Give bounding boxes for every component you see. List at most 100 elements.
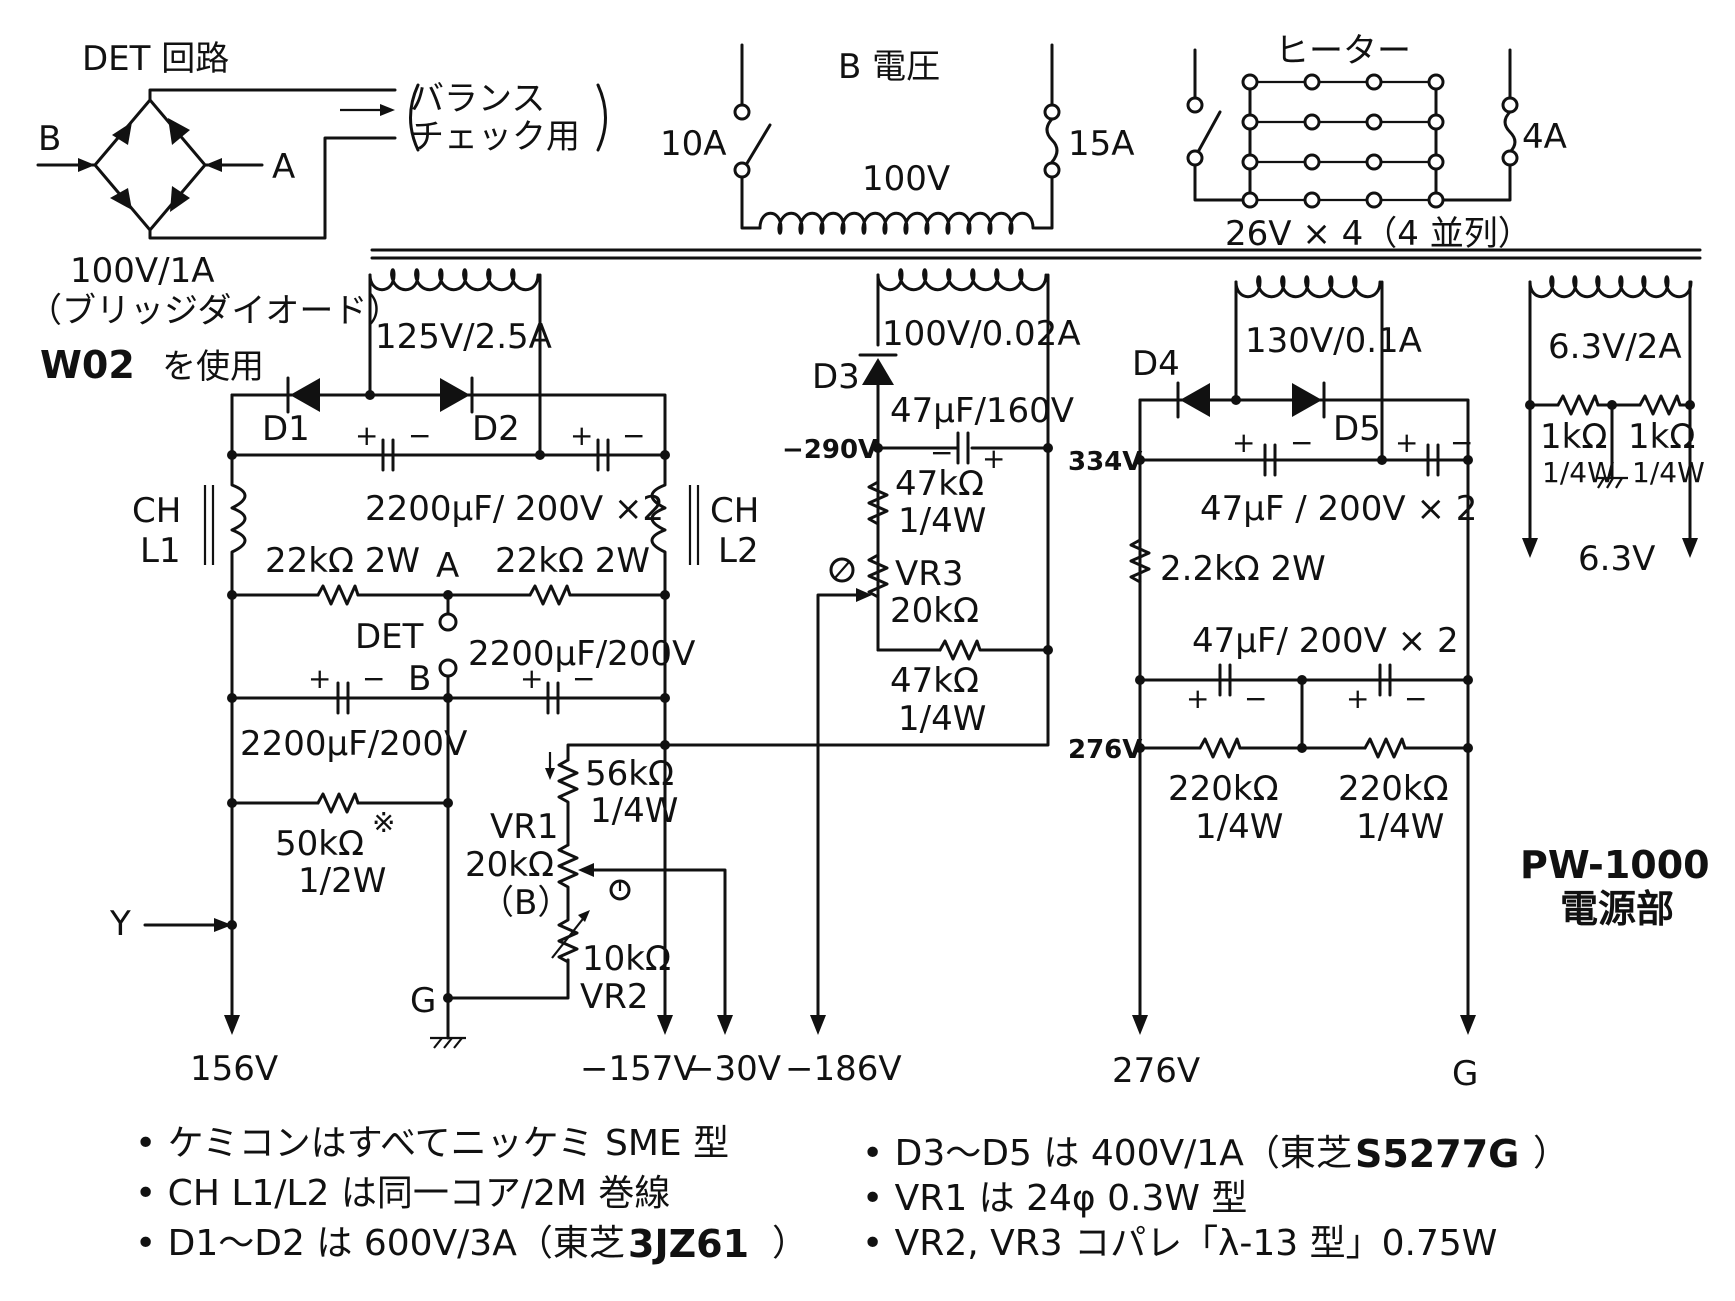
svg-text:+: + (570, 419, 593, 452)
det-out-top-wire (148, 88, 397, 102)
s2-winding-rating: 100V/0.02A (882, 314, 1081, 354)
heater-switch-bottom (1186, 149, 1204, 167)
r50k-value: 50kΩ (275, 824, 364, 864)
note-right-1-close: ） (1533, 1133, 1569, 1174)
out-186-label: −186V (785, 1049, 902, 1089)
r47k-b-value: 47kΩ (890, 661, 979, 701)
out-157-label: −157V (580, 1049, 697, 1089)
r47k-a-watt: 1/4W (898, 501, 986, 541)
d4-label: D4 (1132, 344, 1180, 384)
node-290-label: −290V (782, 435, 878, 465)
resistor-47k-b-icon (938, 639, 1050, 661)
vr1-wiper-wire (588, 868, 727, 1022)
heater-fuse-rating: 4A (1522, 117, 1567, 157)
y-input-arrow-icon (214, 918, 232, 932)
ground-icon (430, 1036, 466, 1049)
svg-text:+: + (520, 662, 543, 695)
r1k-left-watt: 1/4W (1542, 456, 1615, 489)
diode-d3-icon (858, 353, 898, 385)
vr1-value: 20kΩ (465, 845, 554, 885)
cap-47-200-a-icon (1263, 443, 1277, 477)
switch-terminal-bottom (733, 161, 751, 179)
out-156-arrow-icon (224, 1015, 240, 1035)
diode-d5-icon (1292, 381, 1326, 419)
vr3-wiper-wire (816, 593, 864, 1022)
det-label: DET (355, 617, 424, 657)
note-right-1: • D3〜D5 は 400V/1A（東芝 (862, 1133, 1352, 1174)
balance-label-2: チェック用 (410, 117, 580, 157)
cap-47-200-d-icon (1378, 663, 1392, 697)
s3-diode-rail (1138, 398, 1470, 1022)
svg-text:−: − (362, 662, 385, 695)
note-left-3-close: ） (772, 1223, 808, 1264)
resistor-1k-right-icon (1638, 394, 1682, 416)
r22k-left-label: 22kΩ 2W (265, 541, 420, 581)
cap-2200-right-icon (596, 438, 610, 472)
note-left-3: • D1〜D2 は 600V/3A（東芝 (135, 1223, 625, 1264)
out-186-arrow-icon (810, 1015, 826, 1035)
resistor-1k-left-icon (1556, 394, 1600, 416)
note-right-1-part: S5277G (1355, 1132, 1519, 1176)
out-30-arrow-icon (717, 1015, 733, 1035)
det-terminal-a (438, 612, 458, 632)
note-right-3: • VR2, VR3 コパレ「λ-13 型」0.75W (862, 1223, 1497, 1264)
r220k-right-watt: 1/4W (1356, 807, 1444, 847)
fuse-terminal-bottom (1043, 161, 1061, 179)
s3-cap-pair-mid-label: 47μF/ 200V × 2 (1192, 621, 1459, 661)
heater-title: ヒーター (1275, 31, 1411, 71)
vr1-taper: （B） (480, 883, 571, 923)
r220k-left-watt: 1/4W (1195, 807, 1283, 847)
det-input-a-label: A (272, 147, 295, 187)
secondary-4-winding-icon (1528, 275, 1693, 299)
d2-label: D2 (472, 409, 520, 449)
r47k-b-watt: 1/4W (898, 699, 986, 739)
d3-label: D3 (812, 357, 860, 397)
secondary-2-winding-icon (876, 268, 1048, 292)
secondary-1-section: 125V/2.5A D1 D2 +− +− 2200μF/ 200V ×2 (109, 268, 781, 1089)
choke-l1-label-a: CH (132, 491, 181, 531)
r47k-a-value: 47kΩ (895, 464, 984, 504)
svg-text:−: − (622, 419, 645, 452)
title-block: PW-1000 電源部 (1520, 843, 1710, 931)
svg-text:−: − (1404, 682, 1427, 715)
secondary-3-section: 130V/0.1A D4 D5 +− +− 334V 47μF / 200V ×… (1068, 275, 1478, 1094)
diode-d4-icon (1176, 381, 1210, 419)
cap-47-200-b-icon (1426, 443, 1440, 477)
heater-fuse-icon (1503, 110, 1517, 154)
det-a-arrow-icon (205, 158, 222, 172)
out-276-label: 276V (1112, 1051, 1200, 1091)
det-out-bottom-wire (148, 136, 397, 240)
choke-l2-icon (650, 453, 700, 597)
balance-label-1: バランス (410, 79, 545, 119)
diode-d1-icon (286, 376, 320, 414)
det-input-b-label: B (38, 119, 61, 159)
secondary-1-winding-icon (368, 268, 540, 292)
svg-text:+: + (355, 419, 378, 452)
s4-winding-rating: 6.3V/2A (1548, 327, 1682, 367)
s2-coil-right-lead (663, 273, 1050, 747)
vr2-trimmer-icon (557, 898, 579, 964)
secondary-4-section: 6.3V/2A 1kΩ 1/4W 1kΩ 1/4W 6.3V (1522, 275, 1705, 579)
d5-label: D5 (1333, 409, 1381, 449)
power-switch-icon (744, 123, 772, 167)
r22k-right-label: 22kΩ 2W (495, 541, 650, 581)
note-left-2: • CH L1/L2 は同一コア/2M 巻線 (135, 1173, 670, 1214)
svg-text:−: − (930, 436, 953, 469)
s4-left-arrow-icon (1522, 538, 1538, 558)
vr3-value: 20kΩ (890, 591, 979, 631)
svg-text:+: + (1395, 426, 1418, 459)
bridge-part-number: W02 (40, 343, 135, 387)
fuse-icon (1045, 117, 1059, 164)
r50k-mark: ※ (372, 806, 395, 839)
resistor-56k-icon (557, 758, 579, 847)
bridge-use-text: を使用 (162, 347, 264, 387)
s4-output-label: 6.3V (1578, 539, 1655, 579)
s1-diode-rail (230, 393, 667, 457)
heater-section: ヒーター 4A 26V × 4（4 並列） (1186, 31, 1567, 254)
balance-arrow-icon (380, 104, 395, 116)
out-g-label: G (1452, 1054, 1478, 1094)
r1k-right-value: 1kΩ (1628, 417, 1695, 457)
primary-left-wire (740, 175, 762, 230)
s1-cap-pair-label: 2200μF/ 200V ×2 (365, 489, 664, 529)
